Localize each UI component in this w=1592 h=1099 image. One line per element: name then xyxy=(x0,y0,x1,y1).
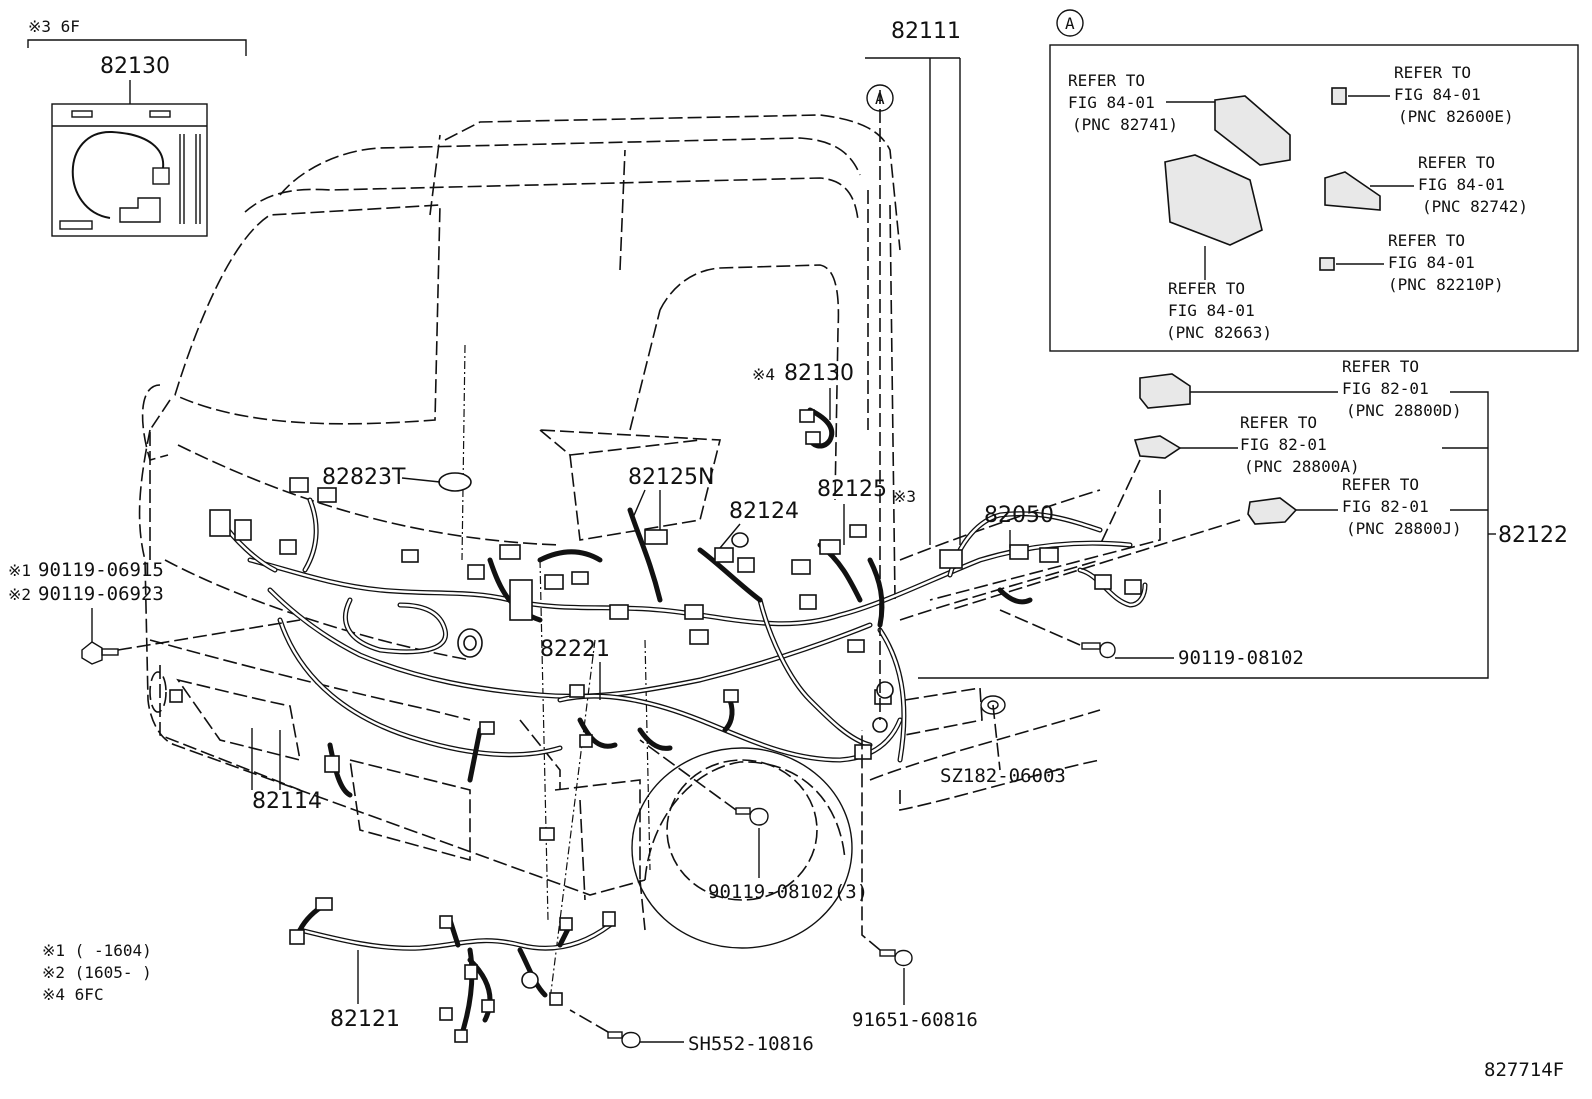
inset-ref-82600e-line3: (PNC 82600E) xyxy=(1398,107,1514,126)
bolts xyxy=(81,641,1116,1049)
truck-cab-outline xyxy=(138,114,1101,1001)
side-refs: REFER TO FIG 82-01 (PNC 28800D) REFER TO… xyxy=(918,357,1568,679)
side-ref-28800a-line3: (PNC 28800A) xyxy=(1244,457,1360,476)
side-ref-28800d-line3: (PNC 28800D) xyxy=(1346,401,1462,420)
side-ref-28800a-line1: REFER TO xyxy=(1240,413,1317,432)
inset-ref-82600e-line1: REFER TO xyxy=(1394,63,1471,82)
side-ref-28800d-line1: REFER TO xyxy=(1342,357,1419,376)
callout-82050: 82050 xyxy=(984,503,1054,528)
inset-ref-82210p-line2: FIG 84-01 xyxy=(1388,253,1475,272)
bolt-label-90119-06915: 90119-06915 xyxy=(38,559,164,581)
side-ref-28800j-line2: FIG 82-01 xyxy=(1342,497,1429,516)
harness-82121 xyxy=(289,897,616,1043)
side-ref-28800j-line3: (PNC 28800J) xyxy=(1346,519,1462,538)
bolt-label-90119-08102: 90119-08102 xyxy=(1178,647,1304,669)
nut-label-SZ182-06003: SZ182-06003 xyxy=(940,765,1066,787)
figure-id: 827714F xyxy=(1484,1059,1564,1081)
callout-82122: 82122 xyxy=(1498,523,1568,548)
inset-82130: ※3 6F 82130 xyxy=(27,17,247,237)
bolt-SH552-10816 xyxy=(607,1031,641,1049)
callout-82124: 82124 xyxy=(729,499,799,524)
note-4: ※4 xyxy=(752,365,775,384)
inset-ref-82210p-line1: REFER TO xyxy=(1388,231,1465,250)
bolt-label-90119-06923: 90119-06923 xyxy=(38,583,164,605)
callouts: 82111 A ※4 82130 82823T 82125N 82124 821… xyxy=(8,19,1304,1055)
inset-a-box: A REFER TO FIG 84-01 (PNC 82741) REFER T… xyxy=(1049,9,1579,352)
note-1: ※1 xyxy=(8,561,31,580)
bolt-90119-08102-3 xyxy=(735,807,769,826)
side-ref-28800a-line2: FIG 82-01 xyxy=(1240,435,1327,454)
side-ref-28800d-line2: FIG 82-01 xyxy=(1342,379,1429,398)
bolt-label-91651-60816: 91651-60816 xyxy=(852,1009,978,1031)
inset-ref-82742-line1: REFER TO xyxy=(1418,153,1495,172)
callout-82111: 82111 xyxy=(891,19,961,44)
legend-note-1: ※1 ( -1604) xyxy=(42,941,152,960)
callout-82121: 82121 xyxy=(330,1007,400,1032)
inset-ref-82741-line3: (PNC 82741) xyxy=(1072,115,1178,134)
inset-a-marker: A xyxy=(1065,14,1075,33)
inset-ref-82210p-line3: (PNC 82210P) xyxy=(1388,275,1504,294)
callout-82221: 82221 xyxy=(540,637,610,662)
leader-lines xyxy=(117,90,1241,1033)
inset-ref-82742-line3: (PNC 82742) xyxy=(1422,197,1528,216)
note-3-near-a: ※3 xyxy=(893,487,916,506)
callout-82130-top: 82130 xyxy=(100,54,170,79)
inset-ref-82741-line2: FIG 84-01 xyxy=(1068,93,1155,112)
bolt-91651-60816 xyxy=(879,949,913,967)
note-3-6f: ※3 6F xyxy=(28,17,80,36)
callout-82114: 82114 xyxy=(252,789,322,814)
callout-82125n: 82125N xyxy=(628,465,714,490)
bolt-label-90119-08102-3: 90119-08102(3) xyxy=(708,881,868,903)
callout-82130-mid: 82130 xyxy=(784,361,854,386)
bolt-90119-06915 xyxy=(81,641,119,665)
legend-note-4: ※4 6FC xyxy=(42,985,104,1004)
inset-ref-82663-line3: (PNC 82663) xyxy=(1166,323,1272,342)
inset-ref-82600e-line2: FIG 84-01 xyxy=(1394,85,1481,104)
note-2: ※2 xyxy=(8,585,31,604)
inset-ref-82741-line1: REFER TO xyxy=(1068,71,1145,90)
side-ref-28800j-line1: REFER TO xyxy=(1342,475,1419,494)
legend-note-2: ※2 (1605- ) xyxy=(42,963,152,982)
callout-82823t: 82823T xyxy=(322,465,406,490)
legend-notes: ※1 ( -1604) ※2 (1605- ) ※4 6FC xyxy=(42,941,152,1004)
bolt-90119-08102 xyxy=(1081,641,1116,659)
bolt-label-SH552-10816: SH552-10816 xyxy=(688,1033,814,1055)
callout-82125: 82125 xyxy=(817,477,887,502)
inset-ref-82663-line1: REFER TO xyxy=(1168,279,1245,298)
inset-ref-82663-line2: FIG 84-01 xyxy=(1168,301,1255,320)
marker-a-circle: A xyxy=(875,89,885,108)
inset-ref-82742-line2: FIG 84-01 xyxy=(1418,175,1505,194)
